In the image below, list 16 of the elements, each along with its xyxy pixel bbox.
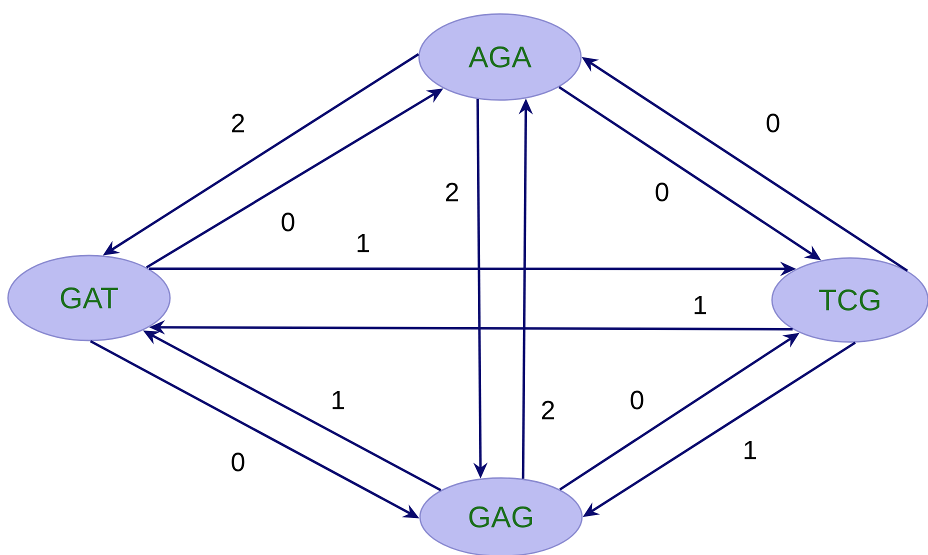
- ellipse-node: GAT: [7, 254, 171, 342]
- edge-label: 2: [538, 399, 558, 421]
- ellipse-node: AGA: [418, 13, 582, 101]
- edge-label: 0: [278, 210, 298, 234]
- edge-label: 1: [690, 294, 710, 316]
- edge-label: 2: [228, 112, 248, 134]
- ellipse-node: GAG: [419, 477, 583, 555]
- edge-label: 1: [354, 232, 372, 254]
- edge-label: 0: [628, 388, 646, 412]
- edge-label: 0: [228, 450, 248, 474]
- edge-label: 0: [652, 180, 672, 204]
- edge-label: 2: [442, 181, 462, 203]
- ellipse-node: TCG: [771, 257, 928, 343]
- edge-label: 1: [328, 389, 348, 411]
- edge-label: 0: [764, 112, 782, 134]
- edge-label: 1: [740, 439, 760, 461]
